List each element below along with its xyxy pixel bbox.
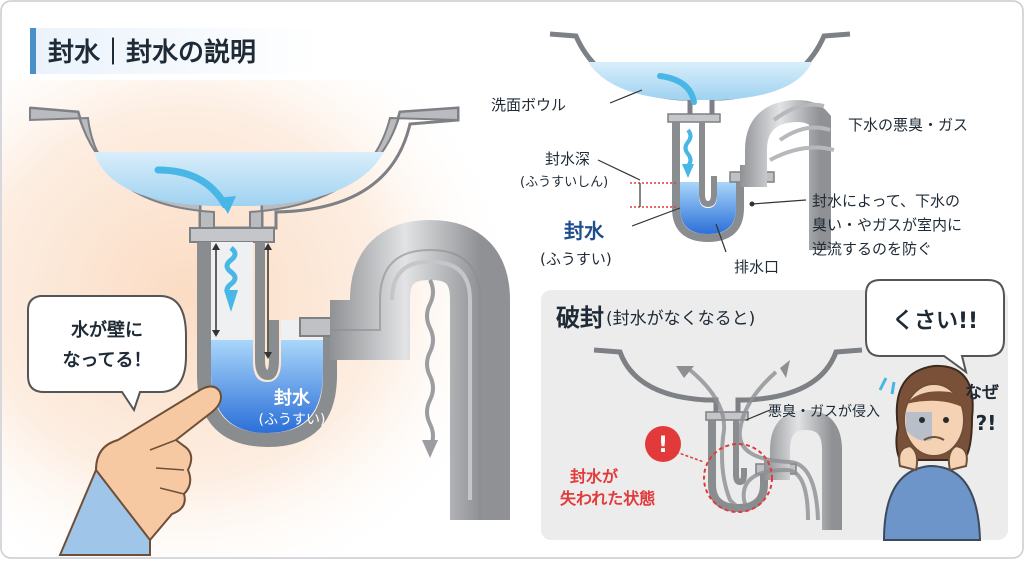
- speech-text: くさい!!: [892, 309, 978, 334]
- label-drain: 排水口: [734, 258, 779, 276]
- bubble-line-2: なってる！: [62, 350, 151, 371]
- warning-icon: [645, 426, 681, 462]
- title-block: 封水｜封水の説明: [30, 28, 320, 74]
- bubble-line-1: 水が壁に: [71, 319, 143, 341]
- label-depth-sub: (ふうすいしん): [520, 175, 608, 190]
- left-speech-bubble: 水が壁に なってる！: [27, 295, 187, 413]
- trap-water: [211, 340, 323, 433]
- bowl-water: [94, 152, 384, 206]
- label-seal-sub: (ふうすい): [540, 250, 612, 268]
- left-trap: 封水 (ふうすい): [29, 106, 510, 520]
- why-line-2: ?!: [976, 411, 997, 435]
- woman-speech-bubble: くさい!!: [865, 279, 1005, 375]
- title-bg: [30, 28, 320, 74]
- label-bowl: 洗面ボウル: [491, 96, 566, 114]
- top-right-diagram: 洗面ボウル 下水の悪臭・ガス 封水深 (ふうすいしん) 封水 (ふうすい) 排水…: [491, 31, 968, 276]
- title-accent: [30, 28, 36, 74]
- label-seal: 封水: [564, 219, 605, 243]
- pointing-hand-icon: [58, 385, 222, 556]
- left-seal-label: 封水: [274, 387, 311, 409]
- label-prevent-2: 臭い・やガスが室内に: [812, 216, 962, 234]
- page-title: 封水｜封水の説明: [48, 37, 256, 68]
- label-prevent-1: 封水によって、下水の: [812, 192, 960, 210]
- lost-line-2: 失われた状態: [560, 489, 655, 508]
- label-prevent-3: 逆流するのを防ぐ: [812, 240, 932, 258]
- label-smell: 下水の悪臭・ガス: [848, 116, 968, 134]
- label-intrusion: 悪臭・ガスが侵入: [768, 403, 880, 420]
- why-line-1: なぜ: [965, 383, 999, 403]
- panel-title: 破封: [556, 304, 604, 332]
- lost-line-1: 封水が: [570, 467, 618, 486]
- worried-person-icon: [878, 364, 982, 541]
- panel-title-sub: (封水がなくなると): [606, 309, 755, 329]
- label-depth: 封水深: [545, 150, 590, 168]
- warning-mark: !: [658, 433, 668, 458]
- left-seal-sub: (ふうすい): [259, 412, 326, 428]
